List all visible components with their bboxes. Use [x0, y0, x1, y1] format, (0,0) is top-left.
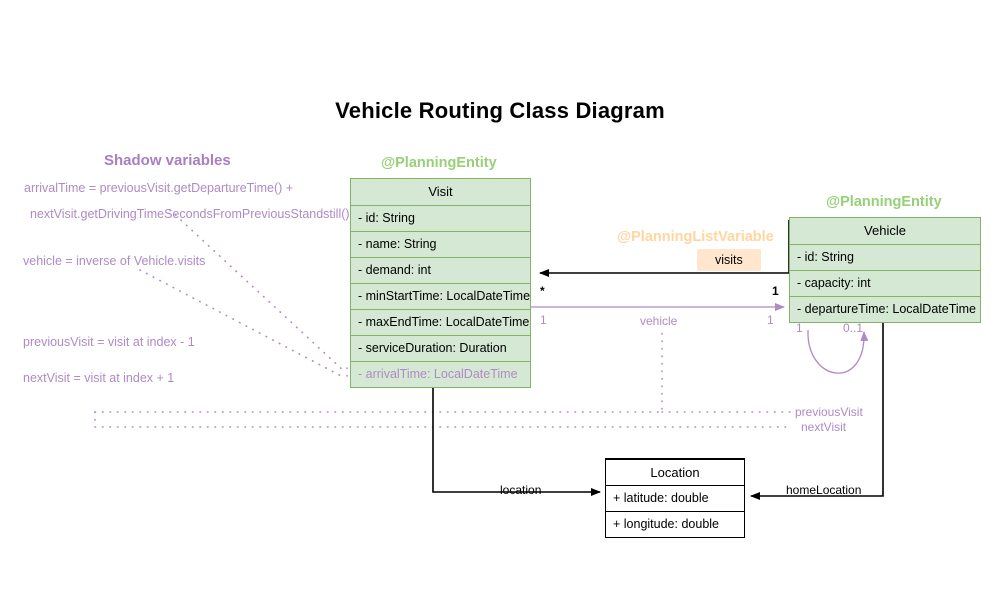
- class-box-visit[interactable]: Visit - id: String - name: String - dema…: [350, 178, 531, 388]
- class-box-vehicle[interactable]: Vehicle - id: String - capacity: int - d…: [789, 217, 981, 323]
- visit-stereotype-label: @PlanningEntity: [381, 155, 497, 171]
- class-field-visit-serviceduration: - serviceDuration: Duration: [351, 335, 530, 361]
- class-field-vehicle-departuretime: - departureTime: LocalDateTime: [790, 296, 980, 322]
- previous-visit-label: previousVisit: [795, 405, 863, 419]
- class-field-visit-id: - id: String: [351, 205, 530, 231]
- class-box-location[interactable]: Location + latitude: double + longitude:…: [605, 458, 745, 538]
- vehicle-stereotype-label: @PlanningEntity: [826, 194, 942, 210]
- shadow-variable-line-5: nextVisit = visit at index + 1: [23, 371, 175, 385]
- edge-location: [432, 386, 601, 496]
- class-field-location-latitude: + latitude: double: [606, 485, 744, 511]
- class-field-visit-maxendtime: - maxEndTime: LocalDateTime: [351, 309, 530, 335]
- class-title-visit: Visit: [428, 184, 453, 199]
- class-field-visit-minstarttime: - minStartTime: LocalDateTime: [351, 283, 530, 309]
- edge-arrival-time-leader: [139, 209, 346, 379]
- vehicle-association-label: vehicle: [640, 314, 678, 328]
- location-association-label: location: [500, 483, 542, 497]
- class-field-visit-name: - name: String: [351, 231, 530, 257]
- class-field-vehicle-id: - id: String: [790, 244, 980, 270]
- home-location-association-label: homeLocation: [786, 483, 862, 497]
- class-title-location: Location: [606, 459, 744, 485]
- visits-association-badge[interactable]: visits: [697, 249, 761, 271]
- class-field-visit-demand: - demand: int: [351, 257, 530, 283]
- class-field-visit-arrivaltime: - arrivalTime: LocalDateTime: [351, 361, 530, 387]
- loop-multiplicity-target: 0..1: [843, 321, 864, 335]
- shadow-variables-title: Shadow variables: [104, 152, 231, 169]
- vehicle-multiplicity-target: 1: [767, 313, 774, 327]
- shadow-variable-line-1: arrivalTime = previousVisit.getDeparture…: [24, 181, 294, 195]
- shadow-variable-line-2: nextVisit.getDrivingTimeSecondsFromPrevi…: [30, 207, 350, 221]
- class-title-vehicle: Vehicle: [864, 223, 906, 238]
- visits-multiplicity-source: 1: [772, 284, 779, 298]
- next-visit-label: nextVisit: [801, 420, 847, 434]
- shadow-variable-line-4: previousVisit = visit at index - 1: [23, 335, 195, 349]
- class-field-vehicle-capacity: - capacity: int: [790, 270, 980, 296]
- class-field-location-longitude: + longitude: double: [606, 511, 744, 537]
- page-title: Vehicle Routing Class Diagram: [335, 98, 665, 123]
- vehicle-multiplicity-source: 1: [540, 313, 547, 327]
- loop-multiplicity-source: 1: [796, 321, 803, 335]
- visits-multiplicity-target: *: [540, 284, 545, 298]
- edge-next-visit: [94, 411, 791, 428]
- shadow-variable-line-3: vehicle = inverse of Vehicle.visits: [23, 254, 206, 268]
- visits-stereotype-label: @PlanningListVariable: [617, 229, 774, 245]
- edge-previous-next-loop: [807, 329, 869, 374]
